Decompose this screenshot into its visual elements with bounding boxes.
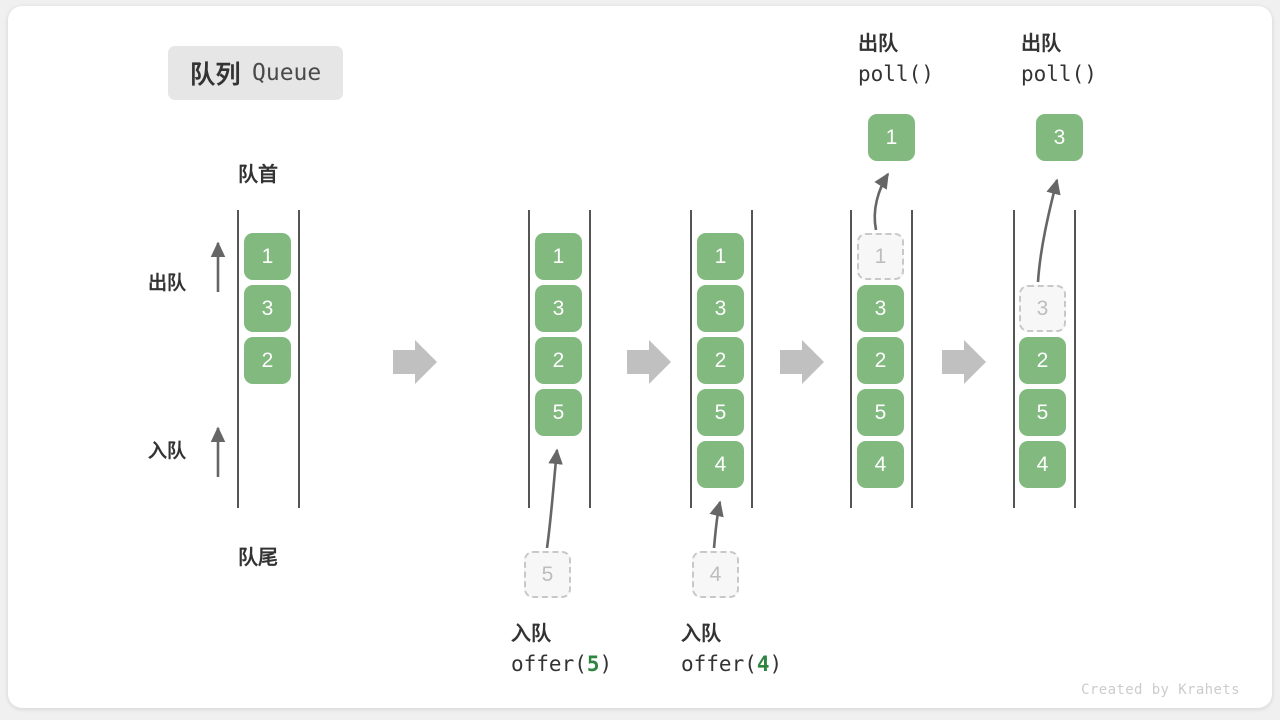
op-caption-chinese: 出队 (1021, 33, 1061, 55)
op-caption-code: poll() (858, 59, 934, 89)
rail-left-col3 (690, 210, 692, 508)
watermark: Created by Krahets (1081, 682, 1240, 698)
op-close: ) (599, 652, 613, 676)
op-fn: poll( (1021, 62, 1085, 86)
rail-left-col2 (528, 210, 530, 508)
queue-cell-removed: 3 (1019, 285, 1066, 332)
queue-cell: 4 (1019, 441, 1066, 488)
op-arg: 4 (756, 652, 770, 676)
op-close: ) (769, 652, 783, 676)
op-caption-chinese: 出队 (858, 33, 898, 55)
op-caption-poll-3: 出队 poll() (1021, 30, 1097, 89)
queue-cell: 3 (857, 285, 904, 332)
queue-cell-removed: 1 (857, 233, 904, 280)
op-close: ) (921, 62, 934, 86)
queue-cell: 1 (244, 233, 291, 280)
incoming-ghost-cell: 5 (524, 551, 571, 598)
queue-cell: 1 (535, 233, 582, 280)
op-close: ) (1084, 62, 1097, 86)
op-fn: poll( (858, 62, 922, 86)
enqueue-side-label: 入队 (148, 441, 187, 462)
op-caption-code: offer(4) (681, 649, 782, 679)
rail-right-col3 (751, 210, 753, 508)
queue-cell-new: 4 (697, 441, 744, 488)
op-caption-chinese: 入队 (511, 623, 551, 645)
op-caption-poll-1: 出队 poll() (858, 30, 934, 89)
popped-cell: 1 (868, 114, 915, 161)
queue-cell: 5 (857, 389, 904, 436)
queue-cell: 1 (697, 233, 744, 280)
popped-cell: 3 (1036, 114, 1083, 161)
title-chinese: 队列 (190, 61, 242, 89)
diagram-card (8, 6, 1272, 708)
queue-cell: 2 (697, 337, 744, 384)
rail-right-col5 (1074, 210, 1076, 508)
op-caption-code: offer(5) (511, 649, 612, 679)
dequeue-side-label: 出队 (148, 273, 187, 294)
rail-left-col1 (237, 210, 239, 508)
op-caption-code: poll() (1021, 59, 1097, 89)
op-arg: 5 (586, 652, 600, 676)
rail-left-col5 (1013, 210, 1015, 508)
title-badge: 队列 Queue (168, 46, 344, 100)
queue-cell: 2 (1019, 337, 1066, 384)
tail-label: 队尾 (238, 547, 278, 569)
queue-cell: 4 (857, 441, 904, 488)
rail-right-col4 (911, 210, 913, 508)
head-label: 队首 (238, 164, 278, 186)
rail-left-col4 (850, 210, 852, 508)
rail-right-col1 (298, 210, 300, 508)
queue-cell: 2 (857, 337, 904, 384)
op-fn: offer( (681, 652, 757, 676)
op-fn: offer( (511, 652, 587, 676)
title-english: Queue (252, 60, 322, 86)
op-caption-offer-4: 入队 offer(4) (681, 620, 782, 679)
queue-cell: 3 (697, 285, 744, 332)
rail-right-col2 (589, 210, 591, 508)
queue-cell: 5 (697, 389, 744, 436)
incoming-ghost-cell: 4 (692, 551, 739, 598)
queue-cell: 5 (1019, 389, 1066, 436)
op-caption-chinese: 入队 (681, 623, 721, 645)
queue-cell-new: 5 (535, 389, 582, 436)
op-caption-offer-5: 入队 offer(5) (511, 620, 612, 679)
queue-cell: 3 (244, 285, 291, 332)
queue-cell: 3 (535, 285, 582, 332)
queue-cell: 2 (244, 337, 291, 384)
queue-cell: 2 (535, 337, 582, 384)
